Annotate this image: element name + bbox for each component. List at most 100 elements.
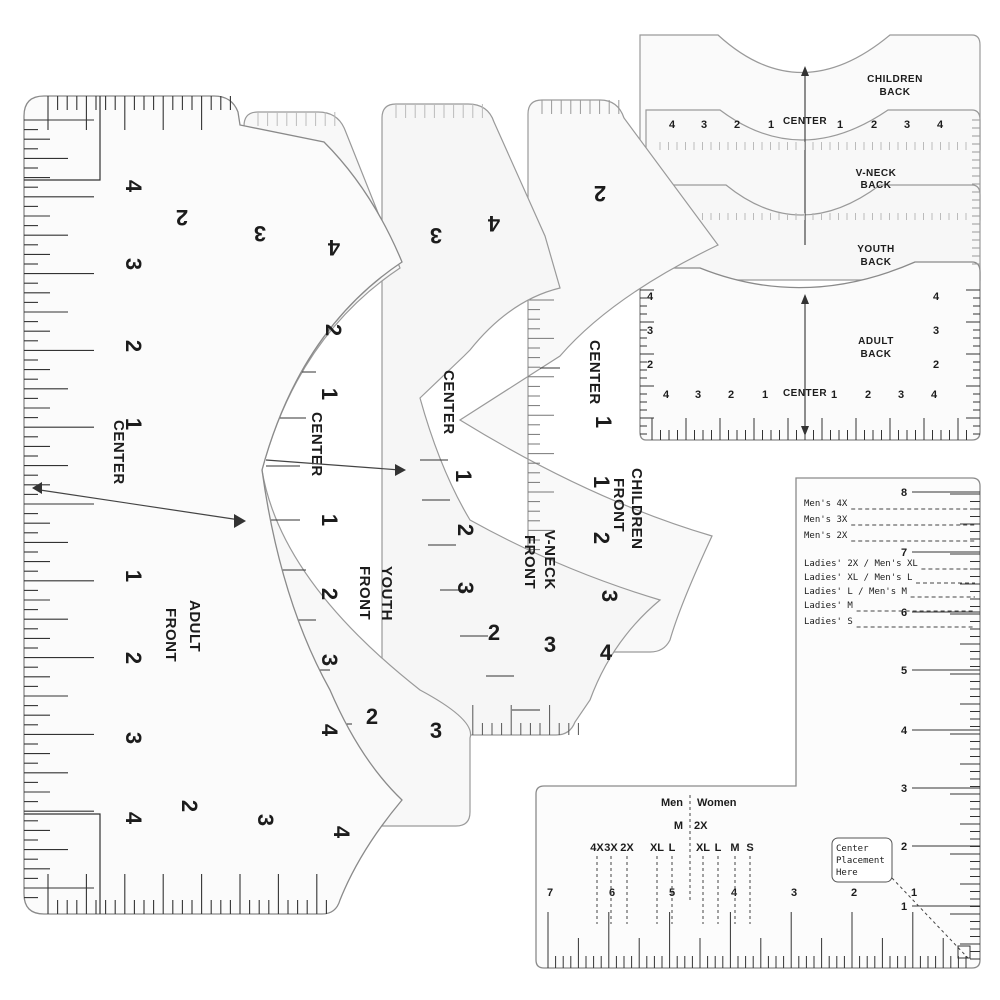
adult-front-number: 4 [121,812,146,825]
youth-back-label-2: BACK [861,257,892,268]
back-scale-number: 1 [837,119,843,131]
men-size-label: XL [650,842,664,854]
adult-back-label: ADULT [858,336,894,347]
lshape-size-label: Men's 2X [804,531,848,541]
adult-front-number: 2 [121,340,146,352]
adult-front-number: 4 [121,180,146,193]
adult-back-scale-number: 4 [931,389,938,401]
men-size-label: 4X [590,842,604,854]
youth-front-number: 2 [321,324,346,336]
vneck-front-label-2: FRONT [521,535,538,589]
adult-front-number: 1 [121,570,146,582]
arrow-right-icon [234,514,246,528]
youth-front-number: 4 [327,235,340,260]
lshape-vertical-number: 3 [901,783,907,795]
vneck-front-label-1: V-NECK [541,530,558,590]
adult-front-number: 1 [121,418,146,430]
adult-back-ruler [639,261,981,441]
adult-front-center: CENTER [110,420,127,485]
arrow-up-icon [801,294,809,304]
adult-back-scale-number: 3 [898,389,904,401]
youth-front-center: CENTER [308,412,325,477]
back-rulers-group: CHILDREN BACK CENTER V-NECK BACK YOUTH B… [639,34,981,441]
adult-back-scale-number: 1 [762,389,768,401]
women-size-label: XL [696,842,710,854]
children-front-ruler: CENTER CHILDREN FRONT [458,99,719,653]
adult-corner-frame [24,813,101,914]
lshape-size-label: Ladies' S [804,617,853,627]
back-side-number-right: 4 [933,291,940,303]
adult-front-number: 2 [177,800,202,812]
adult-center-arrow [39,489,241,521]
adult-back-center-label: CENTER [783,388,827,399]
center-note-2: Placement [836,856,885,866]
center-note-3: Here [836,868,858,878]
adult-front-number: 3 [253,814,278,826]
adult-back-scale-number: 2 [865,389,871,401]
youth-back-label: YOUTH [857,244,895,255]
children-front-number: 1 [591,416,616,428]
back-scale-number: 4 [937,119,944,131]
youth-front-number: 2 [317,588,342,600]
back-side-number-right: 3 [933,325,939,337]
center-placement-box [831,837,893,883]
men-size-label: 2X [620,842,634,854]
lshape-size-label: Men's 4X [804,499,848,509]
youth-front-number: 4 [317,724,342,737]
vneck-back-label-2: BACK [861,180,892,191]
adult-back-label-2: BACK [861,349,892,360]
lshape-horizontal-number: 4 [731,887,738,899]
back-center-label: CENTER [783,116,827,127]
back-ticks [640,119,980,440]
adult-front-number: 3 [121,258,146,270]
youth-center-arrow [265,459,401,471]
youth-front-number: 1 [317,514,342,526]
youth-front-label-1: YOUTH [378,566,395,621]
adult-front-label-2: FRONT [162,608,179,662]
adult-back-scale-number: 4 [663,389,670,401]
back-side-number-left: 3 [647,325,653,337]
lshape-vertical-number: 1 [901,901,907,913]
children-front-label-1: CHILDREN [628,468,645,550]
lshape-size-label: Ladies' M [804,601,853,611]
youth-front-number: 2 [366,704,378,729]
youth-front-number: 1 [317,388,342,400]
adult-corner-frame [24,96,101,181]
men-label: Men [661,797,683,809]
vneck-front-number: 3 [453,582,478,594]
adult-back-scale-number: 2 [728,389,734,401]
back-side-number-right: 2 [933,359,939,371]
adult-front-ticks [24,96,327,914]
m-label: M [674,820,683,832]
back-scale-number: 3 [904,119,910,131]
vneck-front-number: 3 [544,632,556,657]
lshape-vertical-number: 4 [901,725,908,737]
women-size-label: L [715,842,722,854]
vneck-front-number: 4 [487,211,500,236]
vneck-front-ruler: CENTER V-NECK FRONT [381,103,662,736]
youth-front-label-2: FRONT [356,566,373,620]
adult-front-number: 2 [121,652,146,664]
vneck-back-label: V-NECK [856,168,897,179]
lshape-vertical-number: 8 [901,487,907,499]
vneck-front-number: 1 [451,470,476,482]
back-scale-number: 3 [701,119,707,131]
men-size-label: L [669,842,676,854]
adult-front-number: 2 [176,205,188,230]
adult-back-scale-number: 1 [831,389,837,401]
lshape-size-label: Men's 3X [804,515,848,525]
lshape-vertical-number: 2 [901,841,907,853]
adult-front-ruler: CENTER ADULT FRONT [23,95,406,915]
back-scale-number: 1 [768,119,774,131]
children-front-number: 1 [589,476,614,488]
lshape-horizontal-number: 1 [911,887,917,899]
back-scale-number: 2 [871,119,877,131]
